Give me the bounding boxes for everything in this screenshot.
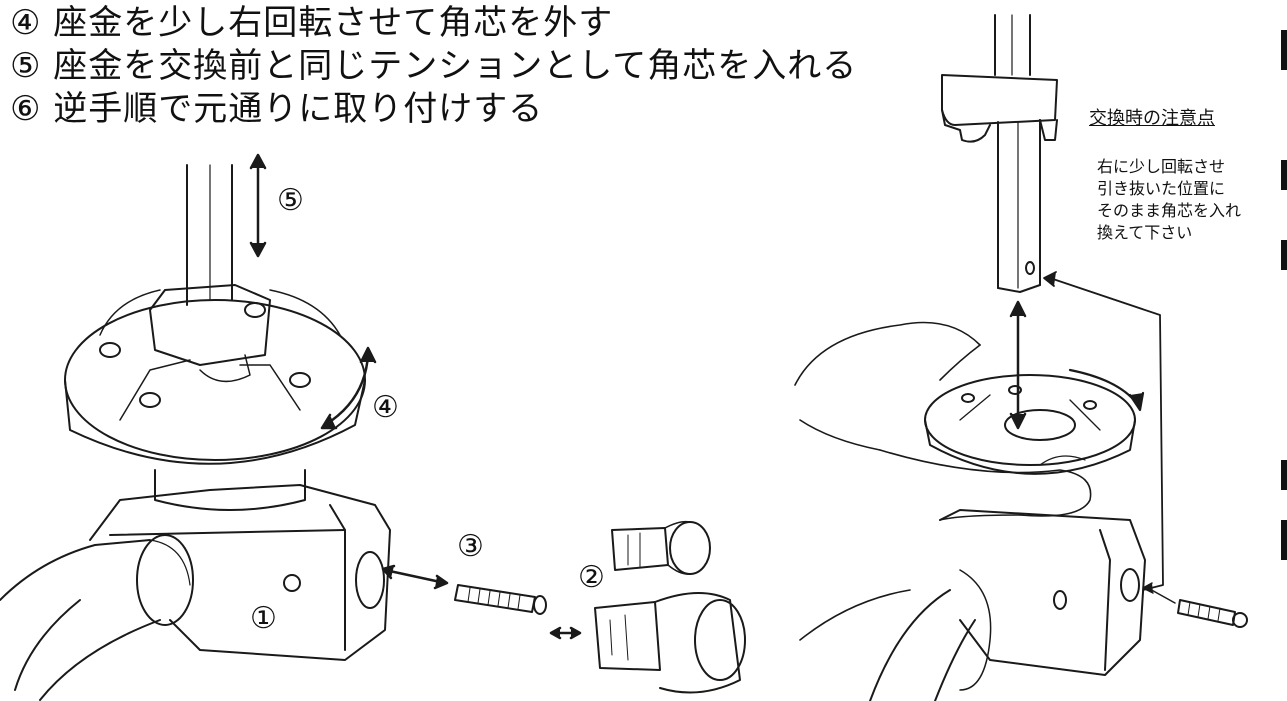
insert-arrow-3 [381,564,449,590]
insert-arrow-2 [549,626,582,640]
notes-line-1: 右に少し回転させ [1097,157,1226,176]
star-washer-right [924,374,1136,475]
tension-knob-large [594,591,746,694]
notes-line-2: 引き抜いた位置に [1097,179,1226,198]
right-sketch [794,14,1248,701]
left-sketch [0,153,746,701]
square-shaft [186,164,233,306]
instruction-step-6: ⑥ 逆手順で元通りに取り付けする [10,89,544,129]
star-washer [64,289,366,465]
tension-knob-small [611,520,711,575]
collar-neck [154,469,306,511]
hand-sketch [794,321,1092,641]
notes-line-4: 換えて下さい [1097,223,1193,242]
rotation-arrow-right [1068,368,1145,412]
center-nut [149,284,271,383]
rotation-arrow-4 [320,346,377,430]
label-step-1: ① [250,601,277,636]
edge-mark [1281,240,1287,270]
label-step-3: ③ [457,529,484,564]
shaft-holder [941,14,1058,143]
hex-base-right [939,509,1146,676]
label-step-5: ⑤ [277,183,304,218]
vertical-arrow-right [1009,300,1027,430]
label-step-4: ④ [372,390,399,425]
hex-base-block [89,484,391,661]
instruction-step-4: ④ 座金を少し右回転させて角芯を外す [10,3,614,43]
set-screw-right [1142,582,1248,628]
vertical-arrow-5 [249,153,267,258]
set-screw [454,584,547,615]
label-step-2: ② [578,560,605,595]
notes-line-3: そのまま角芯を入れ [1097,201,1242,220]
notes-title: 交換時の注意点 [1089,108,1215,129]
support-arm [0,534,194,701]
instruction-step-5: ⑤ 座金を交換前と同じテンションとして角芯を入れる [10,46,858,86]
instruction-list: ④ 座金を少し右回転させて角芯を外す ⑤ 座金を交換前と同じテンションとして角芯… [10,2,857,131]
guide-line [1043,271,1164,591]
edge-mark [1281,30,1287,70]
edge-mark [1281,160,1287,190]
square-shaft-right [997,119,1041,293]
edge-mark [1281,460,1287,490]
notes-body: 右に少し回転させ 引き抜いた位置に そのまま角芯を入れ 換えて下さい [1097,156,1241,244]
edge-mark [1281,520,1287,560]
support-arm-right [869,569,992,701]
